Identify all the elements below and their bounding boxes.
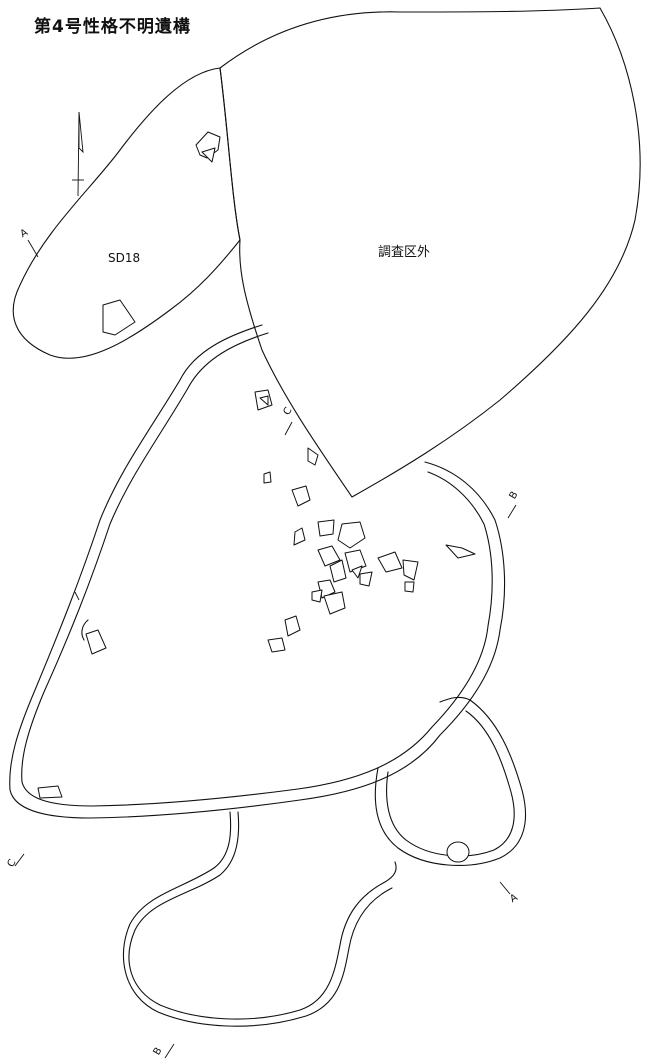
pit-left-outer <box>128 811 397 1020</box>
feature-main-outer <box>9 324 506 819</box>
north-arrow-icon <box>72 111 84 197</box>
section-c-marker: C C <box>6 406 295 870</box>
svg-text:B: B <box>152 1046 165 1058</box>
pottery-fragments <box>37 131 476 799</box>
section-a-marker: A A <box>19 227 520 905</box>
svg-text:A: A <box>19 227 31 240</box>
outside-area-label: 調査区外 <box>378 245 430 260</box>
svg-text:C: C <box>282 406 295 418</box>
svg-text:B: B <box>508 490 521 502</box>
figure-title: 第4号性格不明遺構 <box>34 17 191 37</box>
feature-main-inner <box>21 332 493 807</box>
outside-area-outline <box>219 7 641 498</box>
pit-right-inner <box>386 710 515 857</box>
pit-left-inner <box>122 811 393 1027</box>
svg-text:A: A <box>508 892 520 905</box>
svg-text:C: C <box>6 858 19 870</box>
stone-icon <box>446 841 470 863</box>
feature-notch <box>81 619 89 641</box>
sd18-label: SD18 <box>108 251 140 265</box>
section-b-marker: B B <box>152 490 521 1059</box>
pit-right-outer <box>374 696 527 866</box>
